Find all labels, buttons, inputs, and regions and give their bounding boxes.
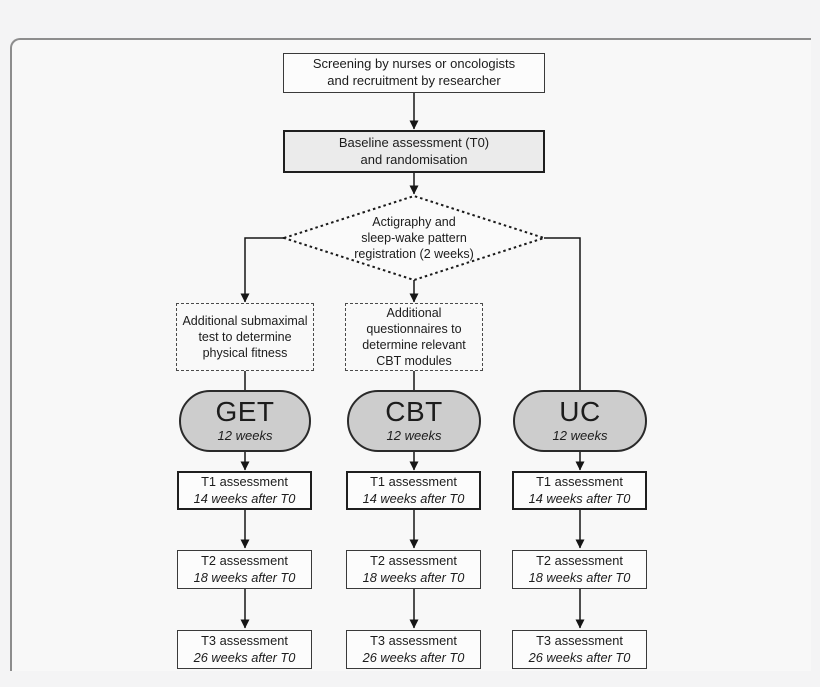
assessment-title: T1 assessment	[536, 473, 623, 489]
pill-name-label: GET	[215, 395, 275, 427]
actigraphy-diamond-label: Actigraphy and sleep-wake pattern regist…	[354, 214, 474, 262]
get-t3-box: T3 assessment 26 weeks after T0	[177, 630, 312, 669]
get-t2-box: T2 assessment 18 weeks after T0	[177, 550, 312, 589]
cbt-t2-box: T2 assessment 18 weeks after T0	[346, 550, 481, 589]
pill-name-label: CBT	[385, 395, 443, 427]
pill-name-label: UC	[559, 395, 601, 427]
uc-pill: UC 12 weeks	[513, 390, 647, 452]
assessment-title: T3 assessment	[536, 632, 623, 648]
screening-box: Screening by nurses or oncologists and r…	[283, 53, 545, 93]
uc-t2-box: T2 assessment 18 weeks after T0	[512, 550, 647, 589]
flow-arrows	[240, 93, 585, 629]
get-pill: GET 12 weeks	[179, 390, 311, 452]
cbt-prebox: Additional questionnaires to determine r…	[345, 303, 483, 371]
assessment-subtitle: 26 weeks after T0	[528, 649, 631, 665]
assessment-subtitle: 26 weeks after T0	[362, 649, 465, 665]
assessment-subtitle: 14 weeks after T0	[528, 490, 631, 506]
assessment-subtitle: 26 weeks after T0	[193, 649, 296, 665]
uc-t3-box: T3 assessment 26 weeks after T0	[512, 630, 647, 669]
pill-duration-label: 12 weeks	[386, 428, 442, 444]
assessment-title: T1 assessment	[201, 473, 288, 489]
get-prebox: Additional submaximal test to determine …	[176, 303, 314, 371]
assessment-subtitle: 14 weeks after T0	[362, 490, 465, 506]
assessment-subtitle: 18 weeks after T0	[362, 569, 465, 585]
assessment-title: T3 assessment	[370, 632, 457, 648]
cbt-pill: CBT 12 weeks	[347, 390, 481, 452]
assessment-title: T2 assessment	[201, 552, 288, 568]
get-t1-box: T1 assessment 14 weeks after T0	[177, 471, 312, 510]
assessment-title: T3 assessment	[201, 632, 288, 648]
cbt-t1-box: T1 assessment 14 weeks after T0	[346, 471, 481, 510]
baseline-box: Baseline assessment (T0) and randomisati…	[283, 130, 545, 173]
assessment-title: T2 assessment	[536, 552, 623, 568]
assessment-title: T2 assessment	[370, 552, 457, 568]
assessment-subtitle: 14 weeks after T0	[193, 490, 296, 506]
assessment-subtitle: 18 weeks after T0	[528, 569, 631, 585]
cbt-t3-box: T3 assessment 26 weeks after T0	[346, 630, 481, 669]
assessment-title: T1 assessment	[370, 473, 457, 489]
uc-t1-box: T1 assessment 14 weeks after T0	[512, 471, 647, 510]
actigraphy-diamond	[280, 194, 548, 282]
assessment-subtitle: 18 weeks after T0	[193, 569, 296, 585]
pill-duration-label: 12 weeks	[217, 428, 273, 444]
pill-duration-label: 12 weeks	[552, 428, 608, 444]
